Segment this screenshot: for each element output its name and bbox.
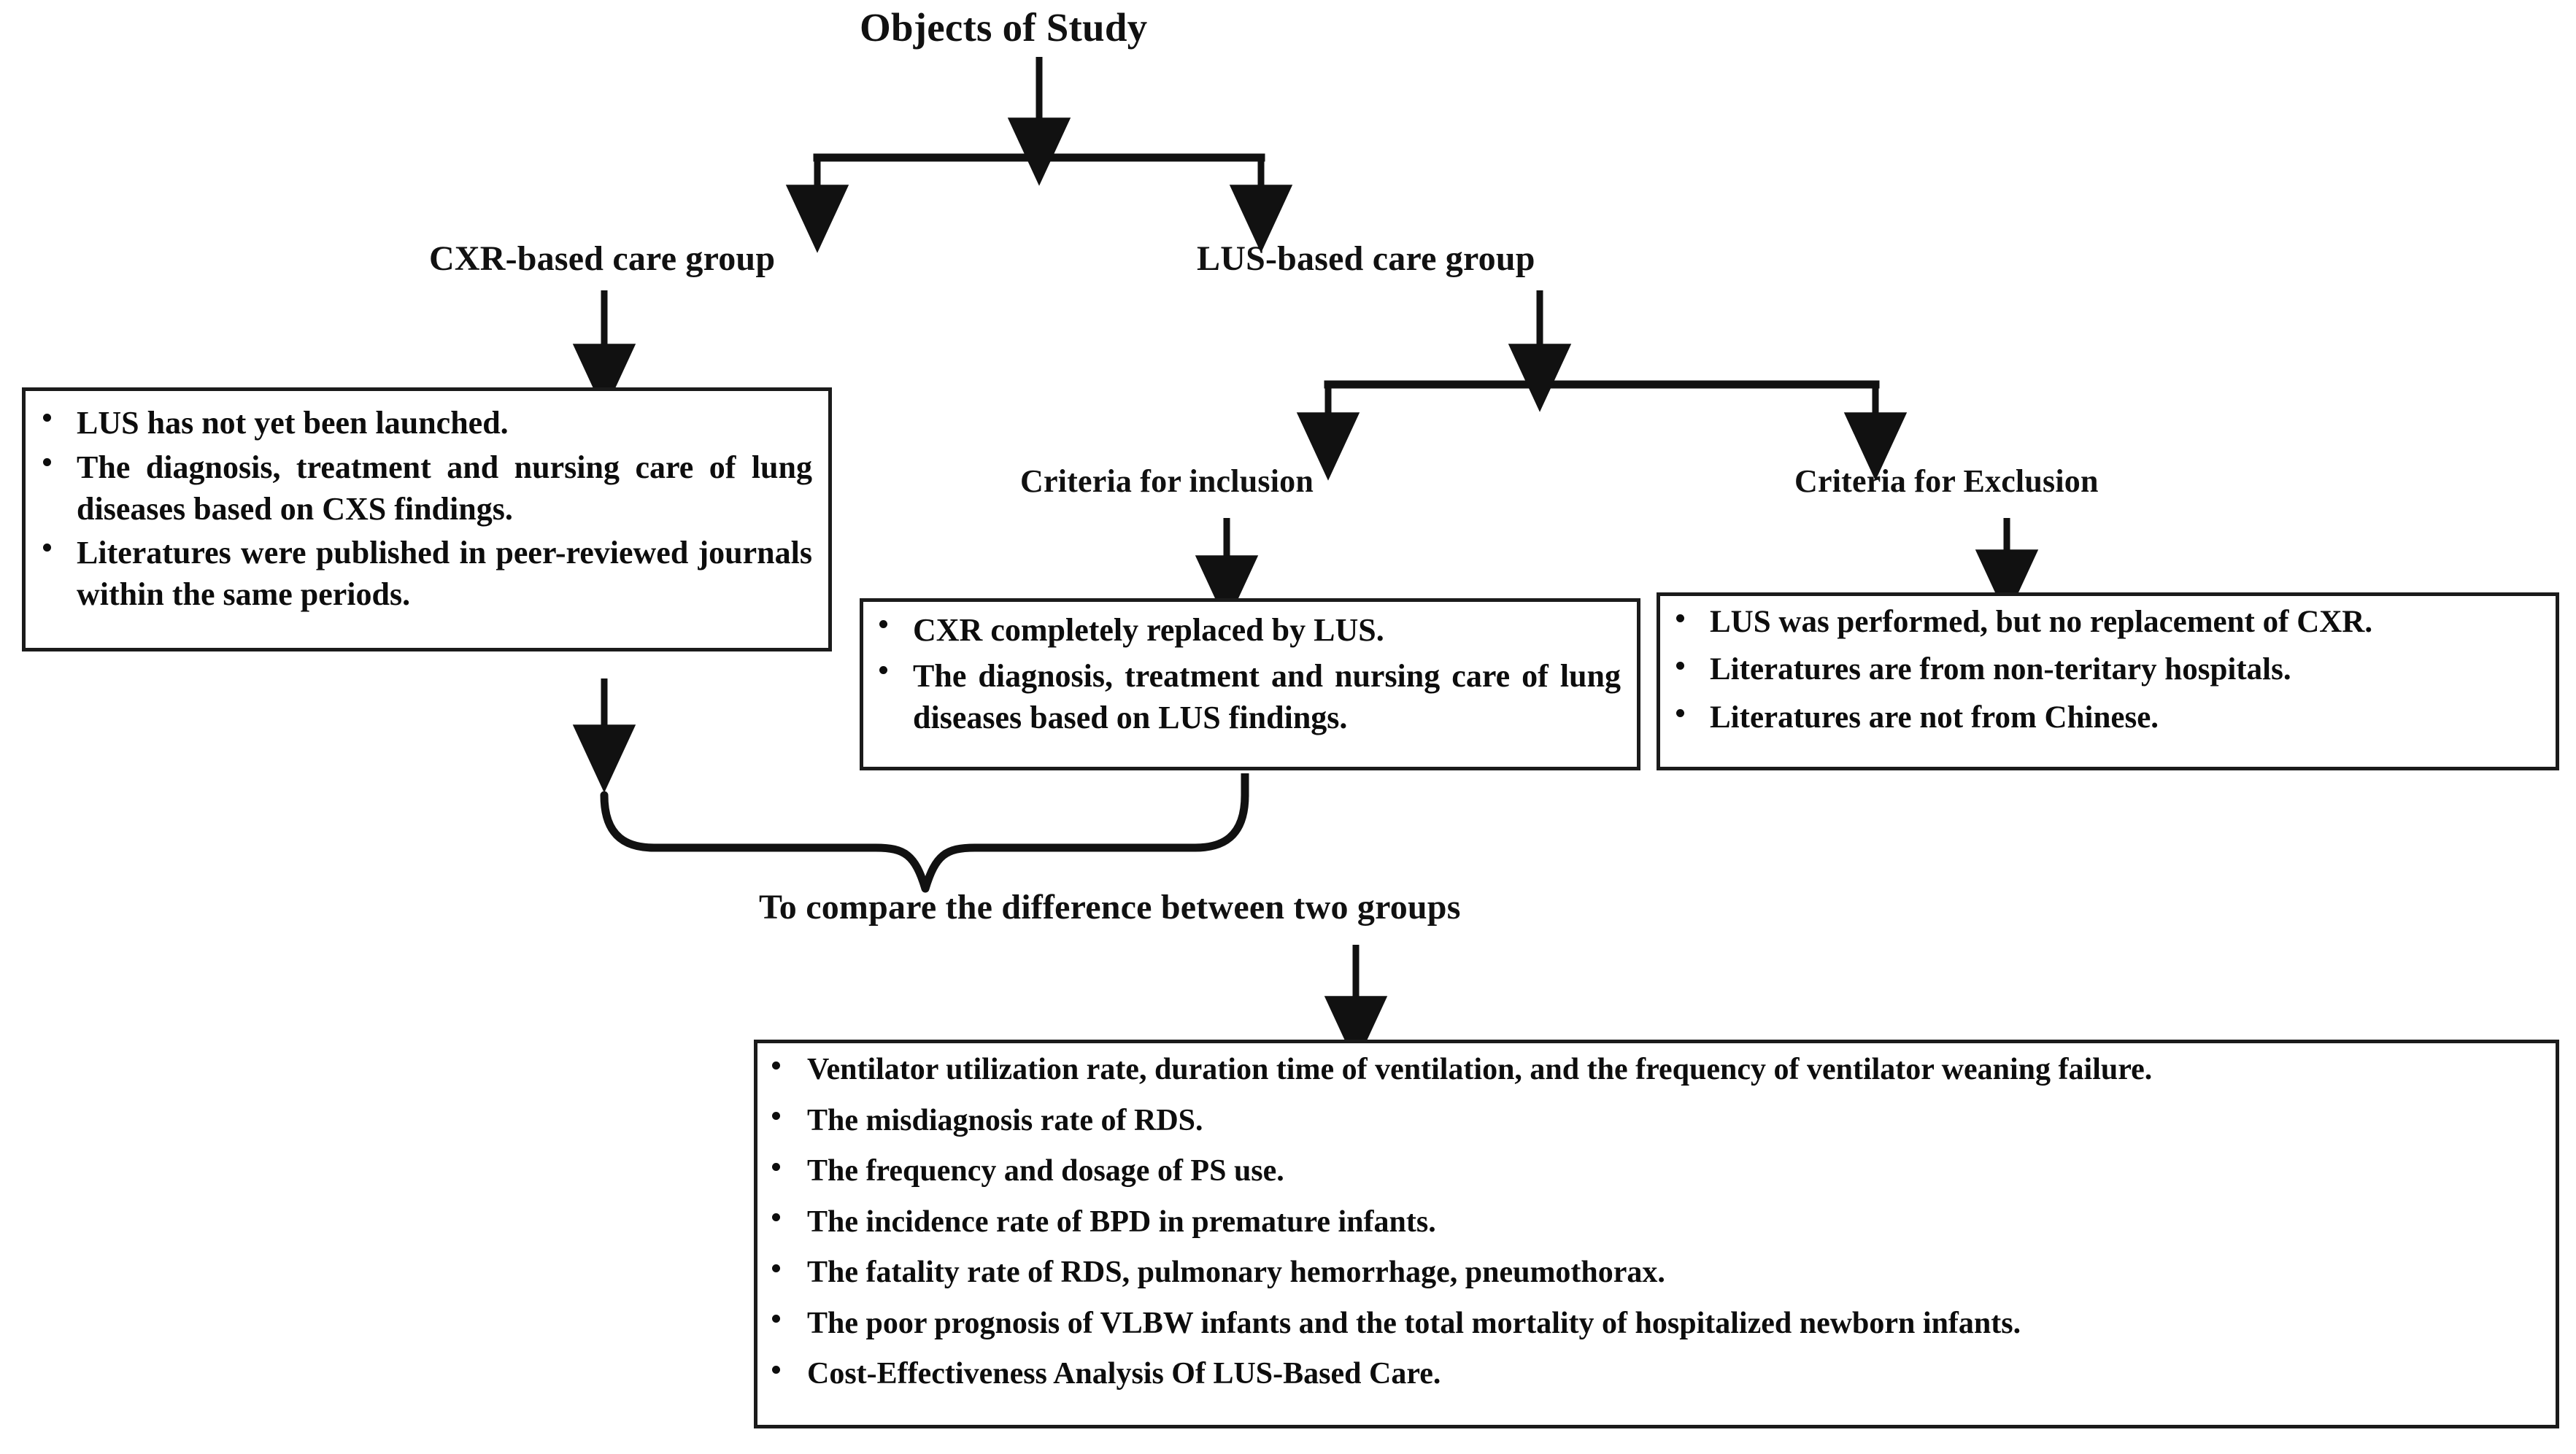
outcome-measures-box: Ventilator utilization rate, duration ti…	[754, 1040, 2559, 1428]
list-item: The incidence rate of BPD in premature i…	[762, 1206, 2542, 1239]
list-item: The frequency and dosage of PS use.	[762, 1155, 2542, 1188]
list-item: Literatures were published in peer-revie…	[31, 533, 812, 616]
list-item: The misdiagnosis rate of RDS.	[762, 1104, 2542, 1137]
list-item: The poor prognosis of VLBW infants and t…	[762, 1307, 2542, 1340]
lus-group-label: LUS-based care group	[1197, 239, 1535, 278]
cxr-group-label: CXR-based care group	[429, 239, 776, 278]
inclusion-bullet-list: CXR completely replaced by LUS. The diag…	[868, 609, 1621, 739]
inclusion-criteria-box: CXR completely replaced by LUS. The diag…	[860, 598, 1640, 770]
list-item: CXR completely replaced by LUS.	[868, 609, 1621, 651]
inclusion-criteria-label: Criteria for inclusion	[1020, 463, 1314, 499]
list-item: Cost-Effectiveness Analysis Of LUS-Based…	[762, 1358, 2542, 1391]
list-item: Literatures are from non-teritary hospit…	[1665, 652, 2542, 687]
exclusion-criteria-box: LUS was performed, but no replacement of…	[1657, 592, 2559, 770]
list-item: LUS has not yet been launched.	[31, 403, 812, 444]
curly-brace-join	[600, 791, 1249, 893]
list-item: Ventilator utilization rate, duration ti…	[762, 1053, 2542, 1086]
page-title: Objects of Study	[860, 5, 1148, 50]
list-item: The fatality rate of RDS, pulmonary hemo…	[762, 1256, 2542, 1289]
list-item: Literatures are not from Chinese.	[1665, 700, 2542, 735]
compare-groups-label: To compare the difference between two gr…	[759, 888, 1461, 927]
cxr-bullet-list: LUS has not yet been launched. The diagn…	[31, 403, 812, 616]
exclusion-criteria-label: Criteria for Exclusion	[1794, 463, 2099, 499]
outcomes-bullet-list: Ventilator utilization rate, duration ti…	[762, 1053, 2542, 1391]
cxr-criteria-box: LUS has not yet been launched. The diagn…	[22, 387, 832, 651]
exclusion-bullet-list: LUS was performed, but no replacement of…	[1665, 605, 2542, 735]
list-item: LUS was performed, but no replacement of…	[1665, 605, 2542, 639]
list-item: The diagnosis, treatment and nursing car…	[31, 447, 812, 530]
list-item: The diagnosis, treatment and nursing car…	[868, 655, 1621, 738]
